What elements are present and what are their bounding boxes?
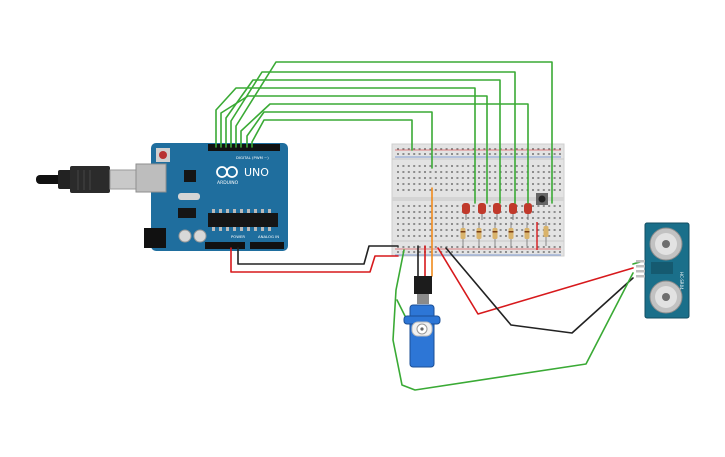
led-4[interactable] bbox=[509, 203, 517, 220]
wire-digital-5[interactable] bbox=[235, 61, 553, 204]
wire-digital-8[interactable] bbox=[251, 119, 413, 151]
led-2[interactable] bbox=[478, 203, 486, 220]
power-label: POWER bbox=[231, 234, 245, 239]
wire-5v[interactable] bbox=[230, 247, 399, 273]
wire-sensor-trig[interactable] bbox=[392, 249, 634, 391]
wire-sensor-gnd[interactable] bbox=[445, 247, 634, 334]
servo-motor[interactable] bbox=[403, 276, 441, 368]
wire-digital-6[interactable] bbox=[240, 103, 529, 204]
arduino-logo-icon bbox=[216, 166, 238, 178]
wire-digital-1[interactable] bbox=[215, 87, 476, 204]
resistor-2[interactable] bbox=[476, 222, 482, 246]
wire-digital-4[interactable] bbox=[230, 71, 516, 204]
resistor-5[interactable] bbox=[524, 222, 530, 246]
led-1[interactable] bbox=[462, 203, 470, 220]
wire-digital-2[interactable] bbox=[220, 95, 488, 204]
analog-label: ANALOG IN bbox=[258, 234, 279, 239]
led-5[interactable] bbox=[524, 203, 532, 220]
wire-sensor-vcc[interactable] bbox=[437, 247, 634, 315]
analog-header bbox=[250, 242, 284, 249]
resistor-1[interactable] bbox=[460, 222, 466, 246]
reset-button[interactable] bbox=[159, 151, 167, 159]
wire-digital-3[interactable] bbox=[225, 79, 501, 204]
components-layer bbox=[460, 203, 549, 250]
atmega-chip bbox=[208, 213, 278, 227]
sensor-pins bbox=[636, 260, 645, 278]
digital-header bbox=[208, 144, 280, 151]
resistor-4[interactable] bbox=[508, 222, 514, 246]
ultrasonic-sensor[interactable]: HC-SR04 bbox=[636, 222, 690, 319]
digital-label: DIGITAL (PWM ~) bbox=[236, 155, 269, 160]
usb-cable bbox=[36, 166, 137, 193]
model-text: UNO bbox=[244, 166, 269, 179]
wire-gnd[interactable] bbox=[237, 245, 399, 265]
brand-text: ARDUINO bbox=[217, 180, 239, 186]
wires-layer bbox=[215, 61, 641, 391]
arduino-uno-board[interactable]: UNO ARDUINO DIGITAL (PWM ~) POWER ANALOG… bbox=[135, 143, 288, 251]
power-header bbox=[205, 242, 245, 249]
push-button[interactable] bbox=[536, 193, 548, 205]
resistor-3[interactable] bbox=[492, 222, 498, 246]
button-resistor[interactable] bbox=[543, 222, 549, 246]
wire-digital-7[interactable] bbox=[246, 111, 433, 169]
sensor-label: HC-SR04 bbox=[679, 272, 684, 290]
led-3[interactable] bbox=[493, 203, 501, 220]
